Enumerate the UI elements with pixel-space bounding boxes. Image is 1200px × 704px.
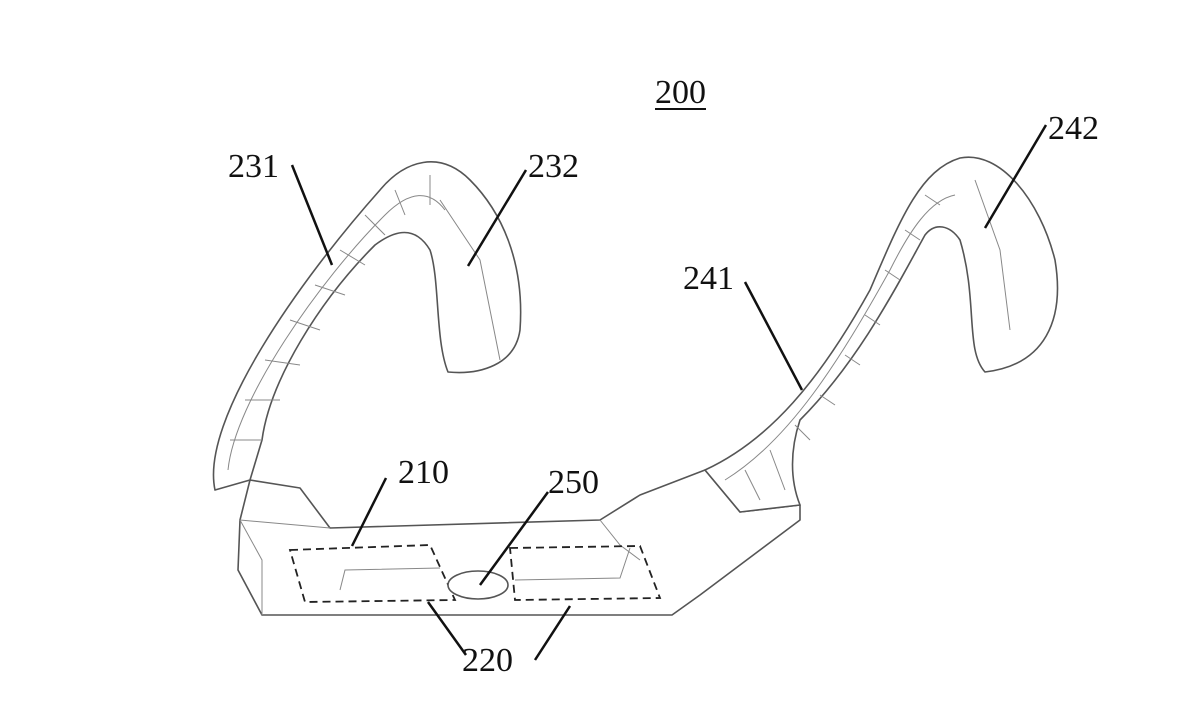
label-232: 232	[528, 148, 579, 185]
base-body	[237, 469, 801, 616]
label-241: 241	[683, 260, 734, 297]
label-250: 250	[548, 464, 599, 501]
region-220-right	[509, 545, 662, 601]
label-210: 210	[398, 454, 449, 491]
left-arm-hatching	[230, 175, 431, 441]
label-220: 220	[462, 642, 513, 679]
element-250	[447, 570, 509, 600]
region-220-left	[288, 544, 457, 603]
right-arm	[704, 156, 1059, 513]
label-242: 242	[1048, 110, 1099, 147]
leader-lines	[290, 124, 1048, 661]
label-231: 231	[228, 148, 279, 185]
left-arm	[212, 161, 522, 491]
right-arm-hatching	[744, 194, 941, 501]
figure-reference-200: 200	[655, 74, 706, 111]
